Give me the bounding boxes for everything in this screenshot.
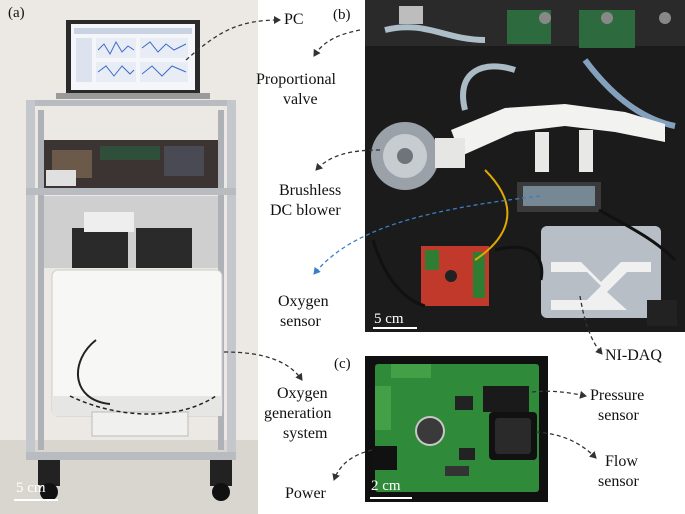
sensor-pcb-illustration xyxy=(365,356,548,502)
label-pressure-sensor-line2: sensor xyxy=(598,407,639,424)
panel-b-scalebar xyxy=(373,327,417,329)
panel-c-photo xyxy=(365,356,548,502)
label-proportional-valve-line1: Proportional xyxy=(256,71,336,88)
label-blower-line2: DC blower xyxy=(270,202,341,219)
panel-a-scalebar xyxy=(14,499,58,501)
label-flow-sensor-line1: Flow xyxy=(605,453,638,470)
label-oxygen-generation-line1: Oxygen xyxy=(277,385,328,402)
panel-a-label: (a) xyxy=(8,5,25,21)
label-blower-line1: Brushless xyxy=(279,182,342,199)
panel-c-scalebar xyxy=(370,497,412,499)
panel-a-photo xyxy=(0,0,258,514)
label-proportional-valve-line2: valve xyxy=(283,91,318,108)
label-pressure-sensor-line1: Pressure xyxy=(590,387,645,404)
label-power: Power xyxy=(285,485,326,502)
device-cart-illustration xyxy=(0,0,258,514)
panel-b-scale-text: 5 cm xyxy=(374,311,404,327)
electronics-board-illustration xyxy=(365,0,685,332)
label-oxygen-sensor-line2: sensor xyxy=(280,313,321,330)
label-oxygen-sensor-line1: Oxygen xyxy=(278,293,329,310)
panel-a-scale-text: 5 cm xyxy=(16,480,46,496)
panel-c-label: (c) xyxy=(334,356,351,372)
panel-c-scale-text: 2 cm xyxy=(371,478,401,494)
label-ni-daq: NI-DAQ xyxy=(605,347,662,364)
arrow-proportional-valve xyxy=(313,29,361,57)
label-pc: PC xyxy=(284,11,304,28)
label-oxygen-generation-line3: system xyxy=(283,425,328,442)
label-oxygen-generation-line2: generation xyxy=(264,405,332,422)
panel-b-photo xyxy=(365,0,685,332)
panel-b-label: (b) xyxy=(333,7,351,23)
label-flow-sensor-line2: sensor xyxy=(598,473,639,490)
